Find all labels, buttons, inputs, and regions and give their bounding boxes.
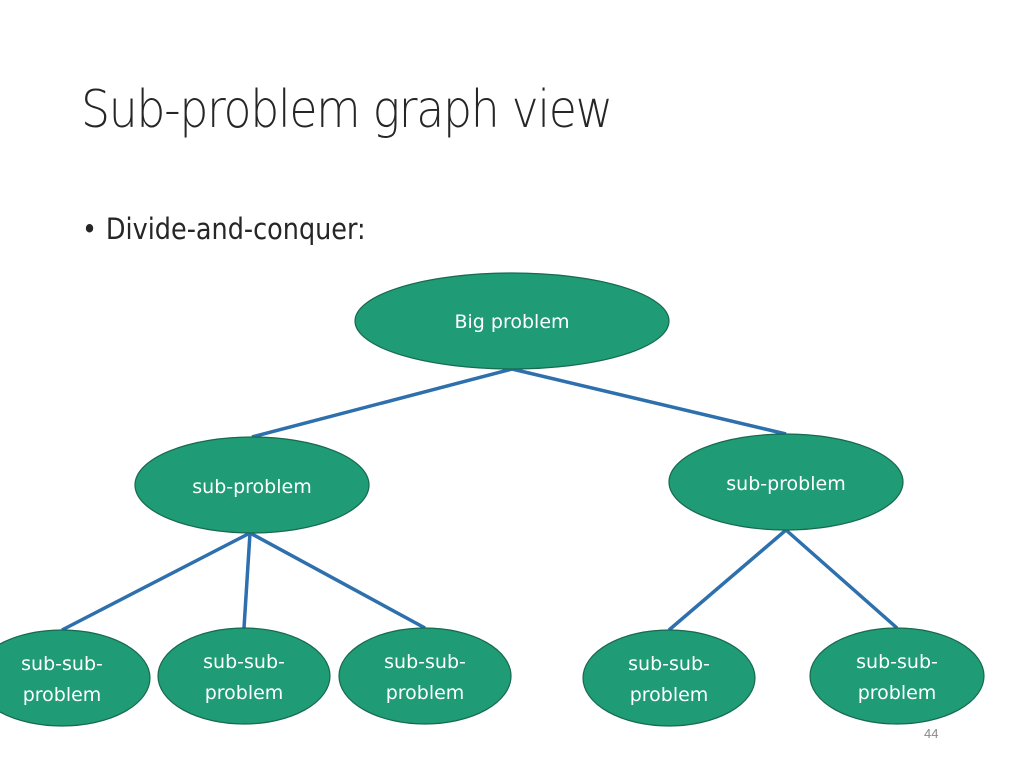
slide-title: Sub-problem graph view bbox=[81, 80, 613, 140]
node-leaf-3 bbox=[338, 627, 512, 725]
edges bbox=[61, 367, 899, 632]
node-root-label: Big problem bbox=[454, 311, 569, 333]
node-leaf-5 bbox=[809, 627, 985, 725]
page-number: 44 bbox=[924, 726, 939, 741]
edge-root-right bbox=[511, 367, 787, 436]
edge-left-leaf1 bbox=[61, 531, 251, 632]
edge-right-leaf4 bbox=[667, 528, 788, 632]
node-sub-left-label: sub-problem bbox=[192, 476, 311, 498]
leaf-1-line1: sub-sub- bbox=[21, 653, 103, 675]
leaf-4-line1: sub-sub- bbox=[628, 653, 710, 675]
bullet-item: •Divide-and-conquer: bbox=[82, 212, 366, 246]
leaf-3-line1: sub-sub- bbox=[384, 651, 466, 673]
leaf-2-line1: sub-sub- bbox=[203, 651, 285, 673]
node-leaf-4 bbox=[582, 629, 756, 727]
leaf-2-line2: problem bbox=[205, 682, 284, 704]
node-leaf-2 bbox=[157, 627, 331, 725]
leaf-5-line2: problem bbox=[858, 682, 937, 704]
node-root bbox=[354, 272, 670, 370]
node-sub-right-label: sub-problem bbox=[726, 473, 845, 495]
leaf-4-line2: problem bbox=[630, 684, 709, 706]
edge-root-left bbox=[251, 367, 513, 439]
bullet-marker: • bbox=[82, 212, 98, 246]
edge-right-leaf5 bbox=[784, 528, 899, 630]
node-sub-left bbox=[134, 436, 370, 534]
leaf-1-line2: problem bbox=[23, 684, 102, 706]
leaf-3-line2: problem bbox=[386, 682, 465, 704]
edge-left-leaf2 bbox=[242, 532, 252, 629]
leaf-5-line1: sub-sub- bbox=[856, 651, 938, 673]
node-sub-right bbox=[668, 433, 904, 531]
node-leaf-1 bbox=[0, 629, 151, 727]
bullet-text: Divide-and-conquer: bbox=[105, 212, 366, 246]
edge-left-leaf3 bbox=[249, 531, 426, 630]
